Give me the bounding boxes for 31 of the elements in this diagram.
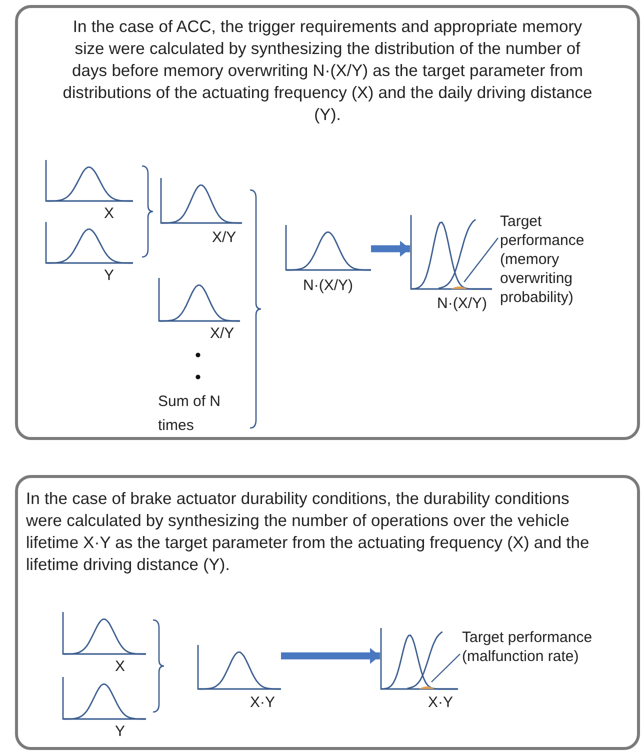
axis-label: Y — [115, 722, 126, 741]
distribution-plot-drawing — [160, 178, 242, 224]
note-text: Sum of N times — [158, 392, 222, 436]
axis-label: X/Y — [210, 324, 234, 343]
distribution-plot-drawing — [410, 215, 492, 290]
axis-label: X·Y — [428, 693, 454, 712]
description-text: In the case of brake actuator durability conditions, the durability conditions were calculated by synthesizing the number of operations over the vehicle lifetime X·Y as the target parameter from the actuating frequency (X) and the lifetime driving distance (Y). — [26, 488, 590, 576]
distribution-plot-drawing — [197, 645, 281, 690]
axis-label: X·Y — [250, 693, 276, 712]
distribution-plot-drawing — [285, 225, 371, 271]
axis-label: X — [104, 204, 114, 223]
arrow — [281, 648, 380, 664]
distribution-plot-drawing — [45, 160, 133, 202]
distribution-plot-drawing — [158, 278, 240, 322]
target-note: Target performance (malfunction rate) — [462, 628, 622, 666]
text-panel — [15, 475, 640, 750]
axis-label: N·(X/Y) — [303, 276, 353, 295]
leader-line — [431, 654, 460, 682]
description-text: In the case of ACC, the trigger requirements and appropriate memory size were calculated by synthesizing the distribution of the number of days before memory overwriting N·(X/Y) as the target parameter from distributions of the actuating frequency (X) and the daily driving distance (Y). — [62, 16, 594, 126]
target-note: Target performance (memory overwriting probability) — [500, 212, 618, 307]
leader-line — [464, 238, 498, 282]
distribution-plot-drawing — [62, 677, 146, 720]
distribution-plot-drawing — [380, 628, 458, 690]
axis-label: N·(X/Y) — [437, 294, 487, 313]
axis-label: X — [115, 657, 126, 676]
distribution-plot-drawing — [45, 222, 133, 264]
distribution-plot-drawing — [62, 612, 146, 655]
arrow — [371, 240, 410, 257]
axis-label: Y — [104, 266, 114, 285]
axis-label: X/Y — [212, 228, 236, 247]
text-panel — [15, 5, 640, 440]
